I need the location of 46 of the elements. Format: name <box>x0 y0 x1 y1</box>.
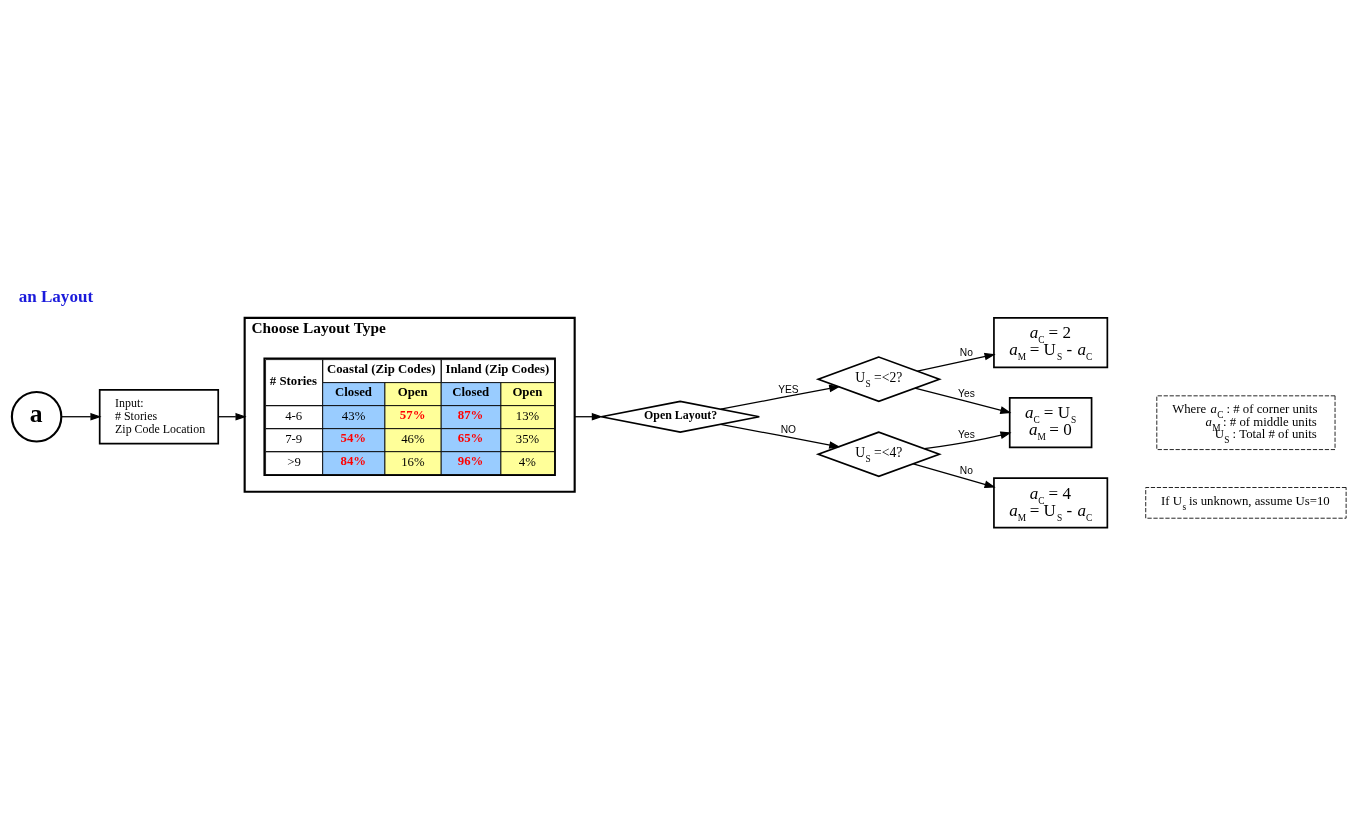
arrow <box>720 423 841 449</box>
edge-label: NO <box>780 423 797 435</box>
label: Closed <box>452 385 490 400</box>
label: 96% <box>457 454 484 469</box>
edge-label: Yes <box>958 387 975 399</box>
arrow <box>923 431 1012 450</box>
arrow <box>916 352 996 372</box>
edge-label: No <box>959 346 973 358</box>
arrow <box>912 463 996 489</box>
label: 7-9 <box>285 432 303 447</box>
label: 46% <box>401 432 425 447</box>
label: 4-6 <box>285 409 303 424</box>
label: 65% <box>457 431 484 446</box>
label: Inland (Zip Codes) <box>445 362 550 377</box>
node-diamond: U$_{S}$ =<4? <box>815 431 942 478</box>
label: 84% <box>340 454 367 469</box>
edge-label: Yes <box>958 428 975 440</box>
arrow <box>720 384 841 410</box>
node-circle: a <box>10 390 63 443</box>
label: # Stories <box>269 373 318 388</box>
label: 35% <box>515 432 540 447</box>
node-box: Input: # Stories Zip Code Location <box>98 389 220 445</box>
edge-label: YES <box>778 383 799 395</box>
node-box: If U$_{s}$ is unknown, assume Us=10 <box>1145 487 1347 519</box>
arrow <box>60 412 102 421</box>
label: Coastal (Zip Codes) <box>326 362 436 377</box>
node-box: a$_{C}$ = 4 a$_{M}$ = U$_{S}$ - a$_{C}$ <box>993 477 1109 529</box>
node-box: Where a$_{C}$ : # of corner units a$_{M}$ : # of middle units U$_{S}$ : Total # of units <box>1156 395 1336 450</box>
edge-label: No <box>959 464 973 476</box>
label: 13% <box>515 409 540 424</box>
node-diamond: Open Layout? <box>600 400 761 433</box>
label: 4% <box>518 455 536 470</box>
label: >9 <box>287 455 301 470</box>
node-diamond: U$_{S}$ =<2? <box>815 356 942 403</box>
label: Open <box>397 385 428 400</box>
diagram-title: an Layout <box>18 286 94 306</box>
label: 87% <box>457 408 484 423</box>
label: Open <box>512 385 543 400</box>
node-box: a$_{C}$ = U$_{S}$ a$_{M}$ = 0 <box>1008 397 1093 449</box>
label: Closed <box>335 385 372 400</box>
label: 57% <box>399 408 426 423</box>
label: 43% <box>341 409 366 424</box>
label: 16% <box>401 455 425 470</box>
node-box: a$_{C}$ = 2 a$_{M}$ = U$_{S}$ - a$_{C}$ <box>993 316 1109 369</box>
label: 54% <box>340 431 367 446</box>
arrow <box>914 387 1012 414</box>
